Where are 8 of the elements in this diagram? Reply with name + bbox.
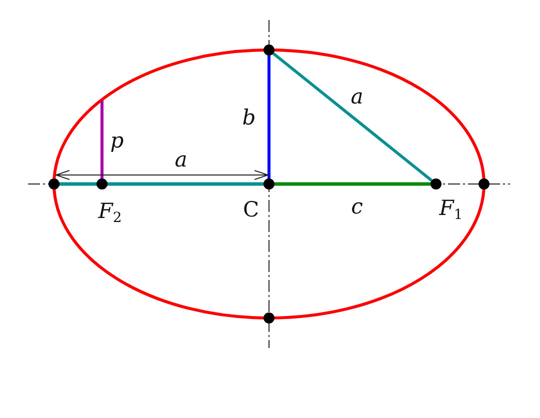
geometry-label: F$_{2}$ <box>98 201 122 225</box>
geometry-label: c <box>351 196 363 218</box>
geometry-label: p <box>110 130 124 152</box>
geometry-label: F$_{1}$ <box>439 198 463 222</box>
geometry-label: a <box>174 150 188 170</box>
geometry-label: C <box>242 200 260 220</box>
geometry-label: a <box>350 86 364 108</box>
geometry-label: b <box>242 108 256 128</box>
